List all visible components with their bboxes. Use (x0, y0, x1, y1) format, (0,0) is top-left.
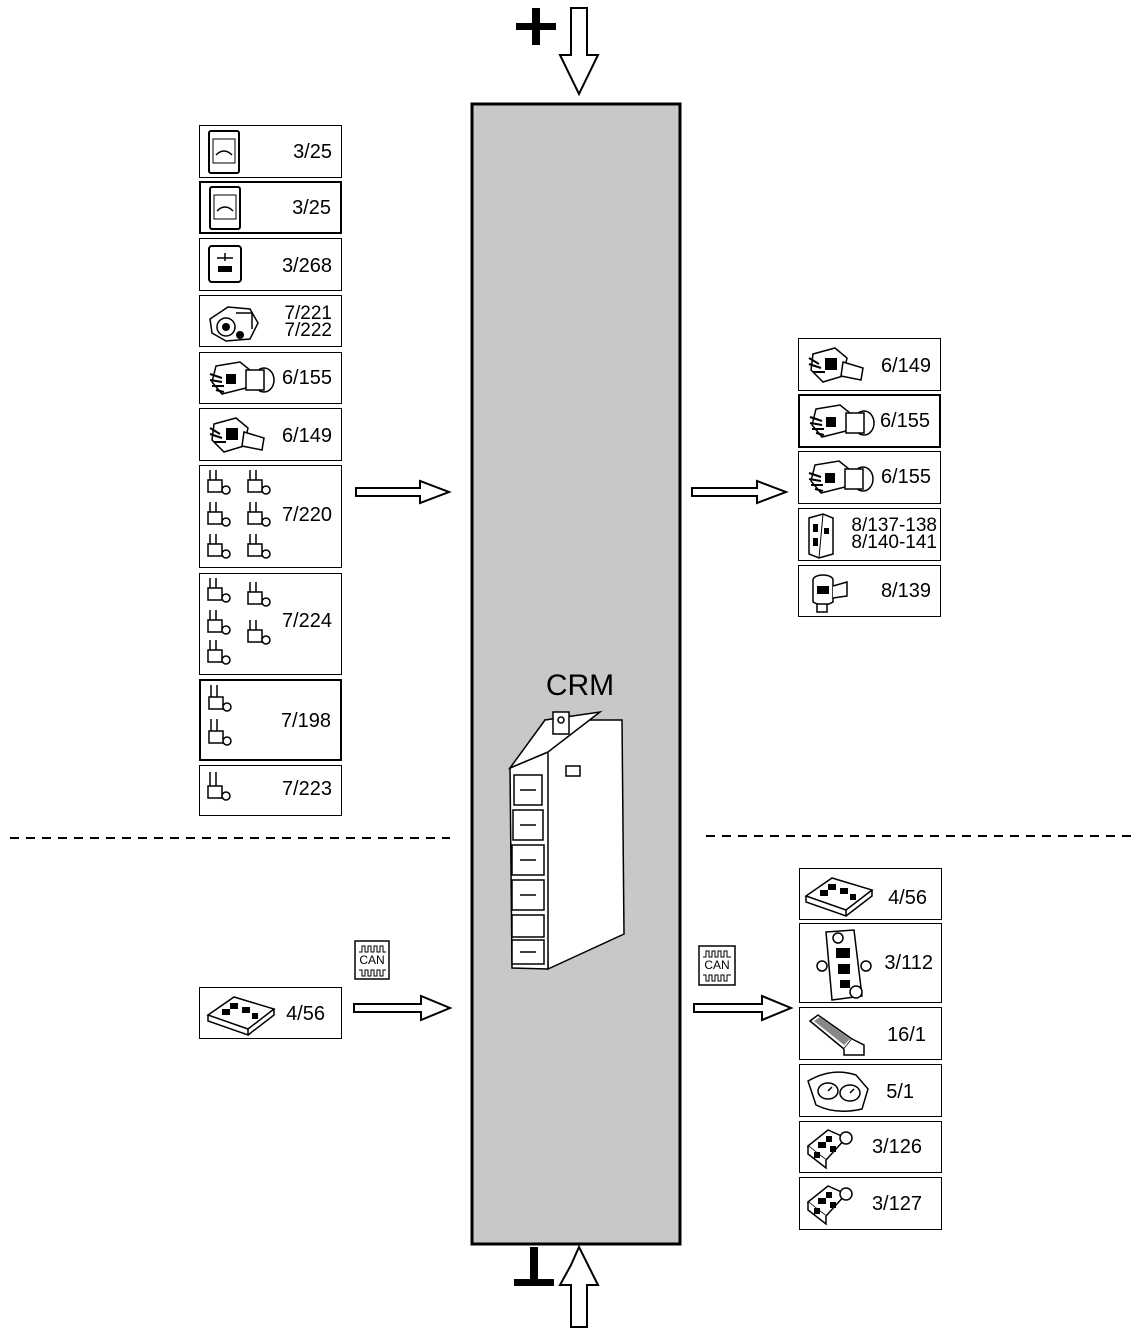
output-component-6-155-a[interactable]: 6/155 (798, 394, 941, 448)
crm-label: CRM (545, 669, 615, 702)
motor-icon (209, 361, 275, 395)
input-component-6-155[interactable]: 6/155 (199, 352, 342, 404)
switch-module-icon (806, 1129, 853, 1170)
input-component-3-25-b[interactable]: 3/25 (199, 181, 342, 234)
lock-cylinder-icon (209, 306, 259, 342)
can-input-arrow-icon (353, 994, 453, 1022)
component-label: 3/127 (871, 1193, 922, 1215)
component-label: 16/1 (887, 1024, 926, 1046)
input-component-7-220[interactable]: 7/220 (199, 465, 342, 568)
motor-icon (808, 347, 864, 383)
can-badge-left-label: CAN (359, 953, 385, 967)
input-component-7-224[interactable]: 7/224 (199, 573, 342, 675)
can-output-component-5-1[interactable]: 5/1 (799, 1064, 942, 1117)
display-icon (808, 1014, 865, 1056)
can-output-component-16-1[interactable]: 16/1 (799, 1007, 942, 1060)
window-switch-icon (208, 130, 240, 174)
output-component-6-149[interactable]: 6/149 (798, 338, 941, 391)
output-component-6-155-b[interactable]: 6/155 (798, 451, 941, 504)
component-label: 7/224 (281, 610, 332, 632)
solenoid-icon (812, 574, 848, 613)
can-output-component-3-112[interactable]: 3/112 (799, 923, 942, 1003)
component-label: 6/155 (281, 367, 332, 389)
can-input-component-4-56[interactable]: 4/56 (199, 987, 342, 1039)
control-module-icon (206, 996, 276, 1037)
power-plus-icon (516, 8, 556, 45)
control-panel-icon (816, 929, 872, 1001)
component-label: 4/56 (888, 887, 927, 909)
component-label: 3/126 (871, 1136, 922, 1158)
component-label: 3/25 (292, 197, 331, 219)
control-module-icon (804, 877, 874, 918)
input-component-7-198[interactable]: 7/198 (199, 679, 342, 761)
can-badge-left (354, 940, 390, 980)
component-label: 8/139 (880, 580, 931, 602)
motor-icon (209, 417, 265, 453)
switch-module-icon (806, 1185, 853, 1226)
component-label: 3/25 (293, 141, 332, 163)
output-component-8-139[interactable]: 8/139 (798, 565, 941, 617)
component-label: 6/149 (281, 425, 332, 447)
sensor-icon (207, 772, 231, 801)
power-arrow-icon (558, 7, 600, 97)
can-output-component-4-56[interactable]: 4/56 (799, 868, 942, 920)
instrument-cluster-icon (807, 1071, 869, 1112)
input-component-7-223[interactable]: 7/223 (199, 765, 342, 816)
component-label: 5/1 (886, 1081, 914, 1103)
window-switch-icon (209, 186, 241, 230)
component-label: 7/198 (280, 710, 331, 732)
crm-bar (470, 102, 682, 1246)
component-label: 4/56 (286, 1003, 325, 1025)
can-output-component-3-126[interactable]: 3/126 (799, 1121, 942, 1173)
can-output-component-3-127[interactable]: 3/127 (799, 1177, 942, 1230)
sensor-group-icon (207, 470, 271, 559)
can-badge-right-label: CAN (704, 958, 730, 972)
ground-arrow-icon (558, 1244, 600, 1328)
input-component-6-149[interactable]: 6/149 (199, 408, 342, 461)
output-arrow-icon (691, 479, 789, 505)
component-label: 6/155 (879, 410, 930, 432)
ground-icon (514, 1247, 554, 1286)
motor-icon (808, 460, 874, 494)
mirror-switch-icon (208, 245, 242, 283)
sensor-pair-icon (208, 685, 232, 746)
input-component-3-268[interactable]: 3/268 (199, 238, 342, 291)
can-badge-right (698, 945, 736, 986)
relay-icon (808, 513, 834, 559)
component-label: 7/223 (281, 778, 332, 800)
component-label: 7/220 (281, 504, 332, 526)
component-label: 3/112 (884, 952, 933, 974)
component-label: 3/268 (281, 255, 332, 277)
input-arrow-icon (355, 479, 452, 505)
crm-unit-icon (507, 710, 625, 971)
motor-icon (809, 404, 875, 438)
can-output-arrow-icon (693, 994, 794, 1022)
component-label: 6/149 (880, 355, 931, 377)
component-label: 6/155 (880, 466, 931, 488)
sensor-group-icon (207, 578, 271, 665)
input-component-3-25-a[interactable]: 3/25 (199, 125, 342, 178)
